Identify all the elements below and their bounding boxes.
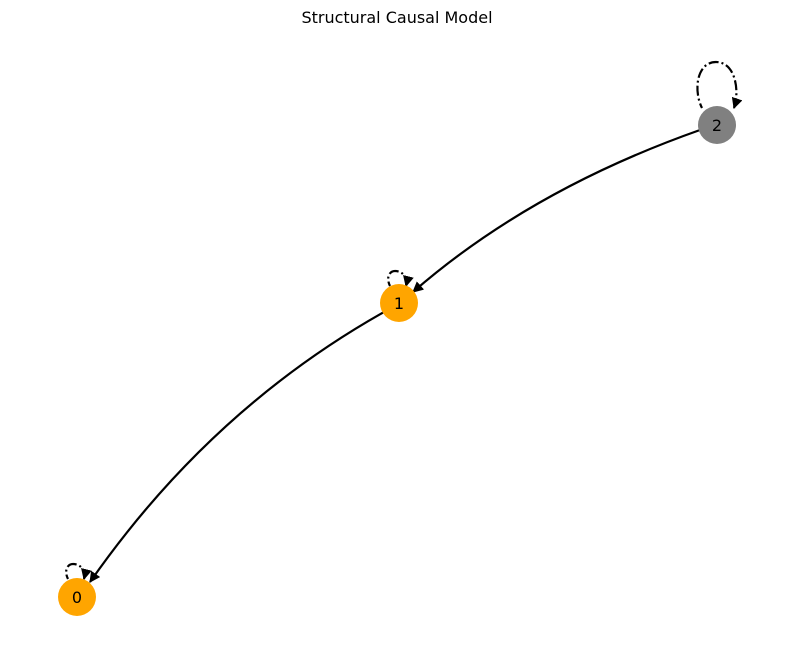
node-1-label: 1 [394,294,404,313]
diagram-title: Structural Causal Model [301,8,493,27]
node-2: 2 [698,106,736,144]
node-1-circle [380,284,418,322]
node-2-label: 2 [712,116,722,135]
self-loop-0 [65,562,92,581]
node-0: 0 [58,578,96,616]
node-2-circle [698,106,736,144]
self-loop-1 [387,269,414,288]
self-loop-2 [696,60,743,110]
node-0-label: 0 [72,588,82,607]
edge-2-to-1 [412,128,701,293]
edge-1-to-0 [89,311,385,583]
node-1: 1 [380,284,418,322]
node-0-circle [58,578,96,616]
